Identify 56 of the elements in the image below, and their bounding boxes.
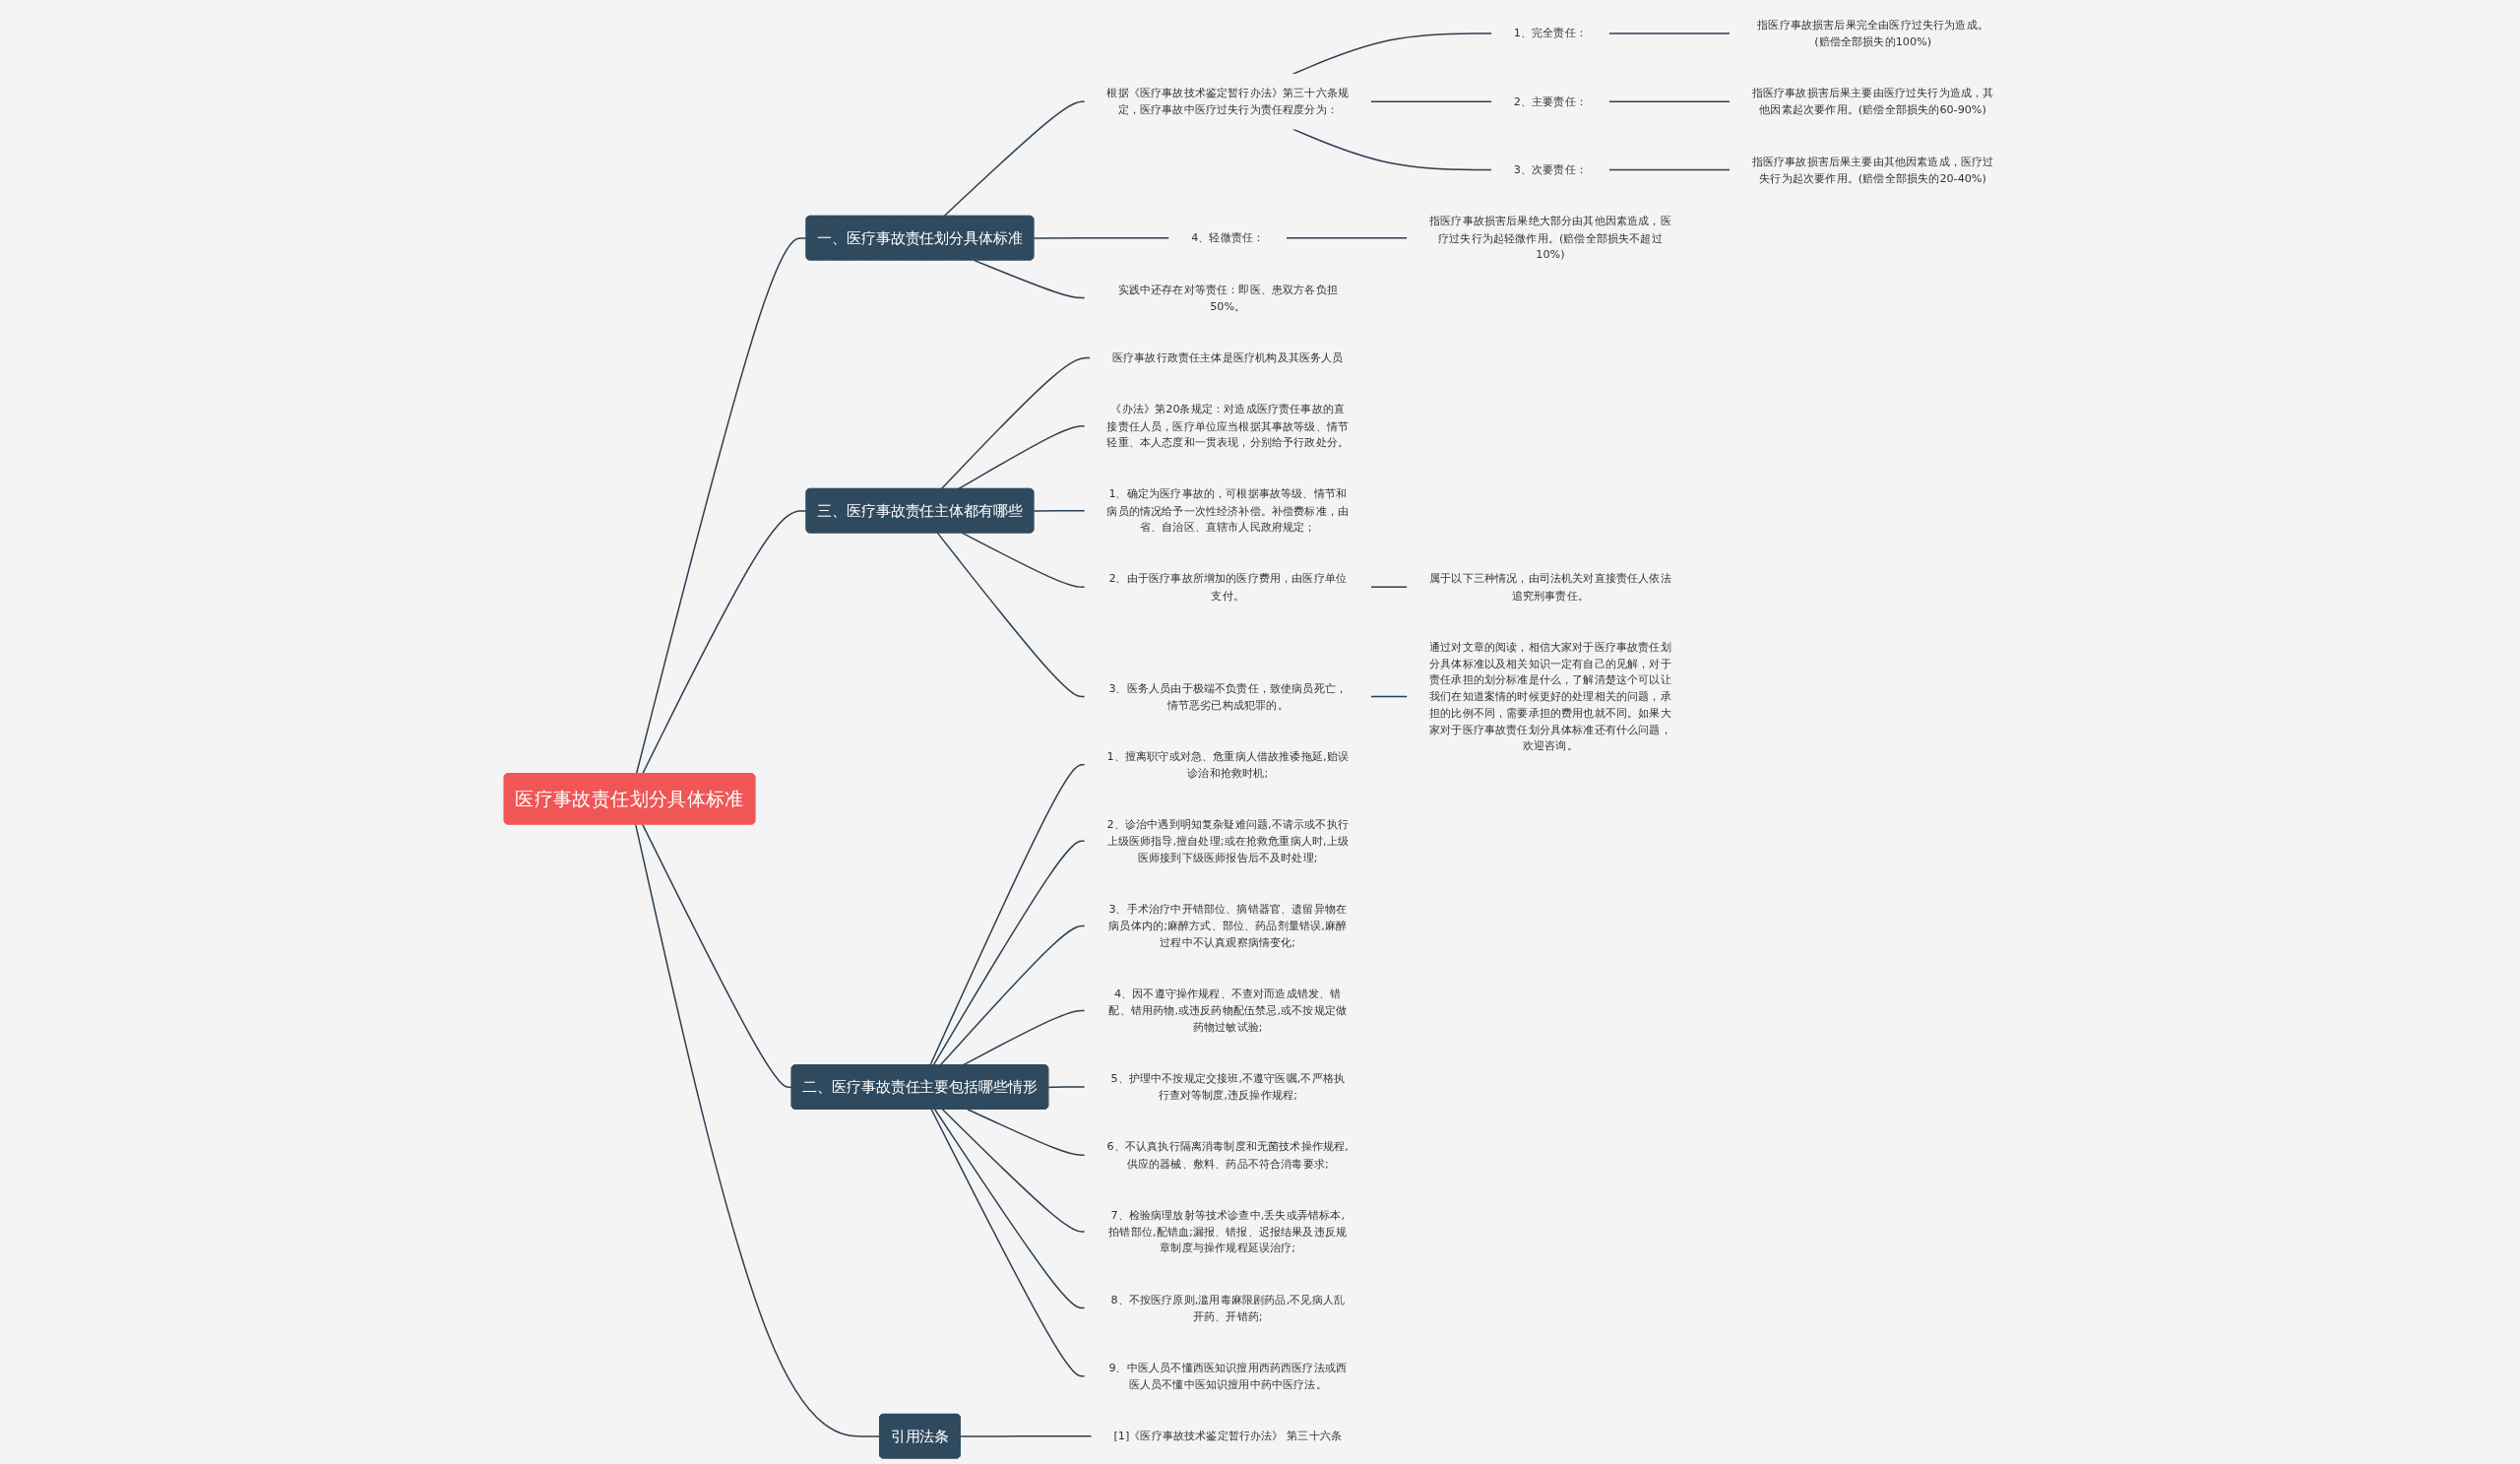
connector [1033, 509, 1086, 512]
node-text: 2、由于医疗事故所增加的医疗费用，由医疗单位支付。 [1108, 572, 1348, 603]
connector [1047, 1086, 1086, 1089]
connector [933, 1109, 1086, 1309]
node-text: 实践中还存在对等责任：即医、患双方各负担50%。 [1117, 283, 1338, 313]
node-text: 3、手术治疗中开错部位、摘错器官、遗留异物在病员体内的;麻醉方式、部位、药品剂量错误,麻醉过程中不认真观察病情变化; [1108, 902, 1348, 949]
node-text: 9、中医人员不懂西医知识擅用西药西医疗法或西医人员不懂中医知识擅用中药中医疗法。 [1108, 1361, 1348, 1391]
node-text: 指医疗事故损害后果绝大部分由其他因素造成，医疗过失行为起轻微作用。(赔偿全部损失不超过10%) [1429, 215, 1671, 261]
connector [1033, 236, 1170, 239]
node-text: 指医疗事故损害后果完全由医疗过失行为造成。(赔偿全部损失的100%) [1757, 18, 1988, 48]
connector [940, 356, 1092, 490]
connector [1292, 32, 1493, 75]
connector [943, 100, 1086, 218]
connector [1369, 586, 1409, 589]
connector [634, 823, 881, 1437]
node-text: [1]《医疗事故技术鉴定暂行办法》 第三十六条 [1113, 1429, 1343, 1443]
connector [1607, 32, 1732, 34]
connector [939, 924, 1086, 1066]
connector [973, 259, 1086, 299]
connector [642, 510, 808, 775]
connector [1369, 695, 1409, 698]
node-text: 4、轻微责任： [1191, 230, 1265, 245]
node-text: 指医疗事故损害后果主要由医疗过失行为造成，其他因素起次要作用。(赔偿全部损失的60-90%) [1751, 86, 1994, 117]
node-text: 4、因不遵守操作规程、不查对而造成错发、错配、错用药物,或违反药物配伍禁忌,或不按规定做药物过敏试验; [1108, 987, 1348, 1034]
connector [960, 1434, 1093, 1437]
connector [642, 823, 793, 1089]
node-text: 8、不按医疗原则,滥用毒麻限剧药品,不见病人乱开药、开错药; [1110, 1293, 1346, 1323]
node-text: 3、医务人员由于极端不负责任，致使病员死亡，情节恶劣已构成犯罪的。 [1108, 681, 1348, 712]
node-text: 1、确定为医疗事故的，可根据事故等级、情节和病员的情况给予一次性经济补偿。补偿费标准，由省、自治区、直辖市人民政府规定； [1106, 487, 1350, 534]
node-text: 1、完全责任： [1513, 27, 1587, 40]
connector [1607, 168, 1732, 171]
connector [1369, 100, 1493, 102]
node-text: 根据《医疗事故技术鉴定暂行办法》第三十六条规定，医疗事故中医疗过失行为责任程度分为： [1106, 86, 1350, 117]
connector [961, 532, 1086, 589]
connector [936, 532, 1086, 698]
connector [932, 840, 1086, 1066]
node-text: 2、主要责任： [1513, 95, 1587, 108]
connector [967, 1109, 1086, 1157]
connector [941, 1109, 1086, 1233]
node-text: 通过对文章的阅读，相信大家对于医疗事故责任划分具体标准以及相关知识一定有自己的见解，对于责任承担的划分标准是什么，了解清楚这个可以让我们在知道案情的时候更好的处理相关的问题，承担的比例不同，需要承担的费用也就不同。如果大家对于医疗事故责任划分具体标准还有什么问题，欢迎咨询。 [1429, 640, 1671, 753]
node-text: 指医疗事故损害后果主要由其他因素造成，医疗过失行为起次要作用。(赔偿全部损失的20-40%) [1751, 155, 1994, 185]
node-text: 2、诊治中遇到明知复杂疑难问题,不请示或不执行上级医师指导,擅自处理;或在抢救危重病人时,上级医师接到下级医师报告后不及时处理; [1106, 817, 1349, 864]
connector [635, 237, 808, 775]
connector [1607, 100, 1732, 102]
node-text: 《办法》第20条规定：对造成医疗责任事故的直接责任人员，医疗单位应当根据其事故等级、情节轻重、本人态度和一贯表现，分别给予行政处分。 [1106, 403, 1350, 449]
node-text: 5、护理中不按规定交接班,不遵守医嘱,不严格执行查对等制度,违反操作规程; [1110, 1071, 1346, 1102]
node-text: 7、检验病理放射等技术诊查中,丢失或弄错标本,拍错部位,配错血;漏报、错报、迟报结果及违反规章制度与操作规程延误治疗; [1108, 1208, 1348, 1255]
node-text: 医疗事故行政责任主体是医疗机构及其医务人员 [1111, 350, 1344, 364]
connector [1285, 236, 1409, 239]
node-text: 6、不认真执行隔离消毒制度和无菌技术操作规程,供应的器械、敷料、药品不符合消毒要求; [1106, 1140, 1349, 1171]
connector [929, 764, 1086, 1066]
node-text: 属于以下三种情况，由司法机关对直接责任人依法追究刑事责任。 [1429, 572, 1671, 603]
connector [957, 424, 1086, 490]
node-text: 1、擅离职守或对急、危重病人借故推诿拖延,贻误诊治和抢救时机; [1106, 749, 1349, 780]
node-text: 3、次要责任： [1513, 162, 1587, 176]
connector [930, 1109, 1086, 1377]
